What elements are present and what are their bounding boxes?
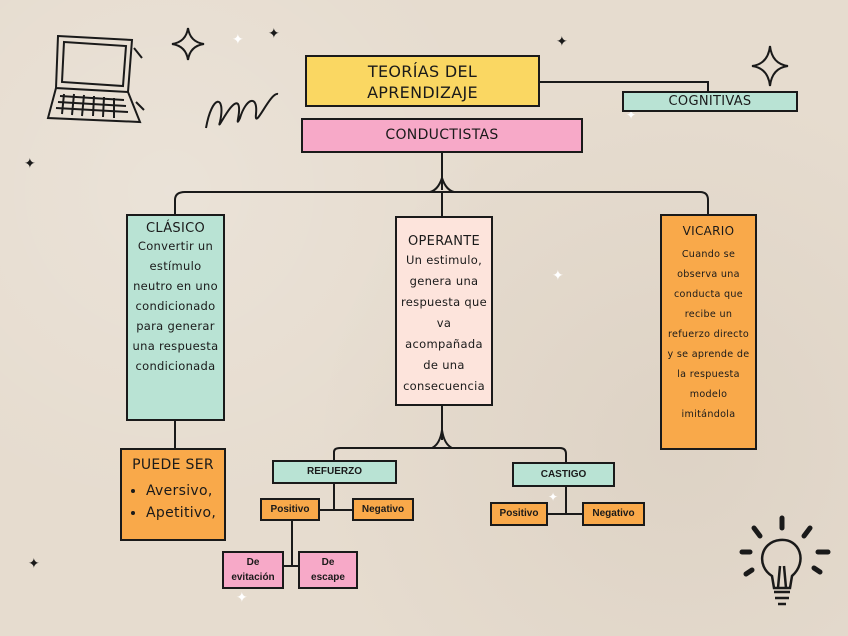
cognitivas-label: COGNITIVAS: [668, 94, 752, 109]
operante-box: OPERANTE Un estimulo, genera una respues…: [395, 216, 493, 406]
castigo-negativo-label: Negativo: [592, 508, 635, 519]
vicario-title: VICARIO: [682, 224, 735, 238]
refuerzo-positivo-box: Positivo: [260, 498, 320, 521]
de-evitacion-box: De evitación: [222, 551, 284, 589]
castigo-negativo-box: Negativo: [582, 502, 645, 526]
castigo-positivo-label: Positivo: [499, 508, 539, 519]
star-white-icon: ✦: [236, 590, 248, 606]
sparkle-icon: [171, 27, 205, 61]
refuerzo-label: REFUERZO: [307, 466, 362, 477]
star-white-icon: ✦: [626, 108, 637, 122]
refuerzo-negativo-label: Negativo: [361, 504, 405, 515]
puede-ser-box: PUEDE SER Aversivo, Apetitivo,: [120, 448, 226, 541]
cognitivas-box: COGNITIVAS: [622, 91, 798, 112]
star-white-icon: ✦: [232, 32, 244, 48]
vicario-box: VICARIO Cuando se observa una conducta q…: [660, 214, 757, 450]
star-icon: ✦: [28, 556, 40, 572]
star-white-icon: ✦: [548, 490, 559, 504]
de-evitacion-label: De evitación: [231, 557, 275, 583]
castigo-label: CASTIGO: [540, 469, 587, 480]
laptop-icon: [46, 34, 145, 124]
list-item: Aversivo,: [146, 480, 224, 502]
refuerzo-positivo-label: Positivo: [270, 504, 310, 515]
star-icon: ✦: [556, 34, 568, 50]
de-escape-label: De escape: [311, 557, 345, 583]
conductistas-box: CONDUCTISTAS: [301, 118, 583, 153]
refuerzo-negativo-box: Negativo: [352, 498, 414, 521]
title-text: TEORÍAS DEL APRENDIZAJE: [367, 62, 478, 102]
de-escape-box: De escape: [298, 551, 358, 589]
clasico-box: CLÁSICO Convertir un estímulo neutro en …: [126, 214, 225, 421]
lightbulb-icon: [739, 515, 831, 606]
spiral-doodle-icon: [205, 93, 279, 129]
puede-ser-list: Aversivo, Apetitivo,: [122, 480, 224, 524]
clasico-body: Convertir un estímulo neutro en uno cond…: [132, 239, 219, 373]
list-item: Apetitivo,: [146, 502, 224, 524]
refuerzo-box: REFUERZO: [272, 460, 397, 484]
vicario-body: Cuando se observa una conducta que recib…: [667, 249, 750, 420]
star-icon: ✦: [24, 156, 36, 172]
conductistas-label: CONDUCTISTAS: [385, 127, 499, 143]
star-white-icon: ✦: [552, 268, 564, 284]
title-box: TEORÍAS DEL APRENDIZAJE: [305, 55, 540, 107]
operante-title: OPERANTE: [408, 234, 480, 249]
clasico-title: CLÁSICO: [145, 221, 205, 236]
puede-ser-title: PUEDE SER: [132, 457, 214, 473]
castigo-box: CASTIGO: [512, 462, 615, 487]
sparkle-icon: [751, 45, 789, 87]
castigo-positivo-box: Positivo: [490, 502, 548, 526]
operante-body: Un estimulo, genera una respuesta que va…: [401, 253, 487, 393]
star-icon: ✦: [268, 26, 280, 42]
